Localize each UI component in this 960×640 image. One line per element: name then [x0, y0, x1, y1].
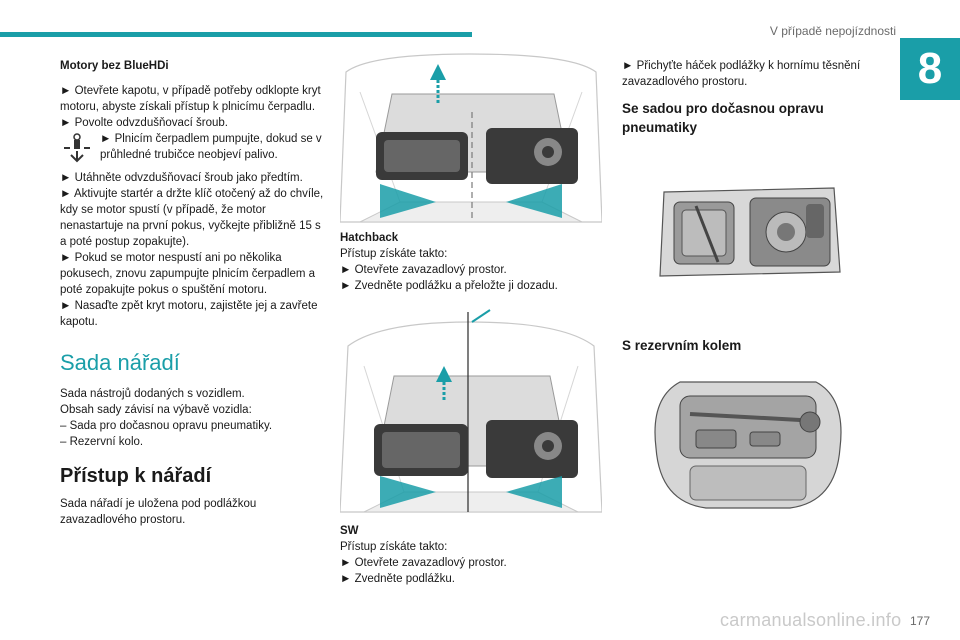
sw-boot-illustration — [340, 306, 602, 514]
step-hook-floor: ► Přichyťte háček podlážky k hornímu těs… — [622, 60, 861, 88]
pump-step-row: ► Plnicím čerpadlem pumpujte, dokud se v… — [60, 131, 330, 170]
column-middle-sw: SW Přístup získáte takto: ► Otevřete zav… — [340, 523, 610, 587]
sw-step-open: ► Otevřete zavazadlový prostor. — [340, 557, 507, 569]
column-right-lower: S rezervním kolem — [622, 336, 882, 355]
hatchback-step-lift: ► Zvedněte podlážku a přeložte ji dozadu… — [340, 280, 558, 292]
step-pump: ► Plnicím čerpadlem pumpujte, dokud se v… — [100, 133, 322, 161]
hatchback-access-intro: Přístup získáte takto: — [340, 248, 448, 260]
running-header: V případě nepojízdnosti — [769, 24, 896, 38]
sw-access-intro: Přístup získáte takto: — [340, 541, 448, 553]
toolkit-item-spare: – Rezervní kolo. — [60, 436, 144, 448]
column-middle-hatchback: Hatchback Přístup získáte takto: ► Otevř… — [340, 230, 610, 294]
step-loosen-screw: ► Povolte odvzdušňovací šroub. — [60, 117, 229, 129]
hatchback-boot-illustration — [340, 52, 602, 224]
toolkit-item-repair: – Sada pro dočasnou opravu pneumatiky. — [60, 420, 273, 432]
column-right: ► Přichyťte háček podlážky k hornímu těs… — [622, 58, 882, 137]
access-intro: Sada nářadí je uložena pod podlážkou zav… — [60, 498, 257, 526]
step-open-bonnet: ► Otevřete kapotu, v případě potřeby odk… — [60, 85, 321, 113]
step-retry: ► Pokud se motor nespustí ani po několik… — [60, 252, 316, 296]
subheading-engines: Motory bez BlueHDi — [60, 60, 169, 72]
hatchback-step-open: ► Otevřete zavazadlový prostor. — [340, 264, 507, 276]
watermark: carmanualsonline.info — [720, 610, 902, 630]
chapter-tab: 8 — [900, 38, 960, 100]
subheading-spare-wheel: S rezervním kolem — [622, 338, 742, 353]
toolkit-intro: Sada nástrojů dodaných s vozidlem. — [60, 388, 245, 400]
subheading-repair-kit: Se sadou pro dočasnou opravu pneumatiky — [622, 101, 824, 135]
step-starter: ► Aktivujte startér a držte klíč otočený… — [60, 188, 324, 248]
section-title-access: Přístup k nářadí — [60, 465, 212, 487]
sw-step-lift: ► Zvedněte podlážku. — [340, 573, 455, 585]
page-number: 177 — [910, 614, 931, 628]
toolkit-contents-intro: Obsah sady závisí na výbavě vozidla: — [60, 404, 252, 416]
subheading-hatchback: Hatchback — [340, 232, 399, 244]
subheading-sw: SW — [340, 525, 359, 537]
section-title-toolkit: Sada nářadí — [60, 350, 180, 375]
repair-kit-tray-illustration — [656, 182, 842, 282]
spare-wheel-tray-illustration — [650, 378, 846, 512]
fuel-pump-icon — [60, 131, 94, 170]
column-left: Motory bez BlueHDi ► Otevřete kapotu, v … — [60, 58, 330, 528]
step-refit-cover: ► Nasaďte zpět kryt motoru, zajistěte je… — [60, 300, 318, 328]
step-tighten-screw: ► Utáhněte odvzdušňovací šroub jako před… — [60, 172, 303, 184]
header-accent-bar — [0, 32, 472, 37]
